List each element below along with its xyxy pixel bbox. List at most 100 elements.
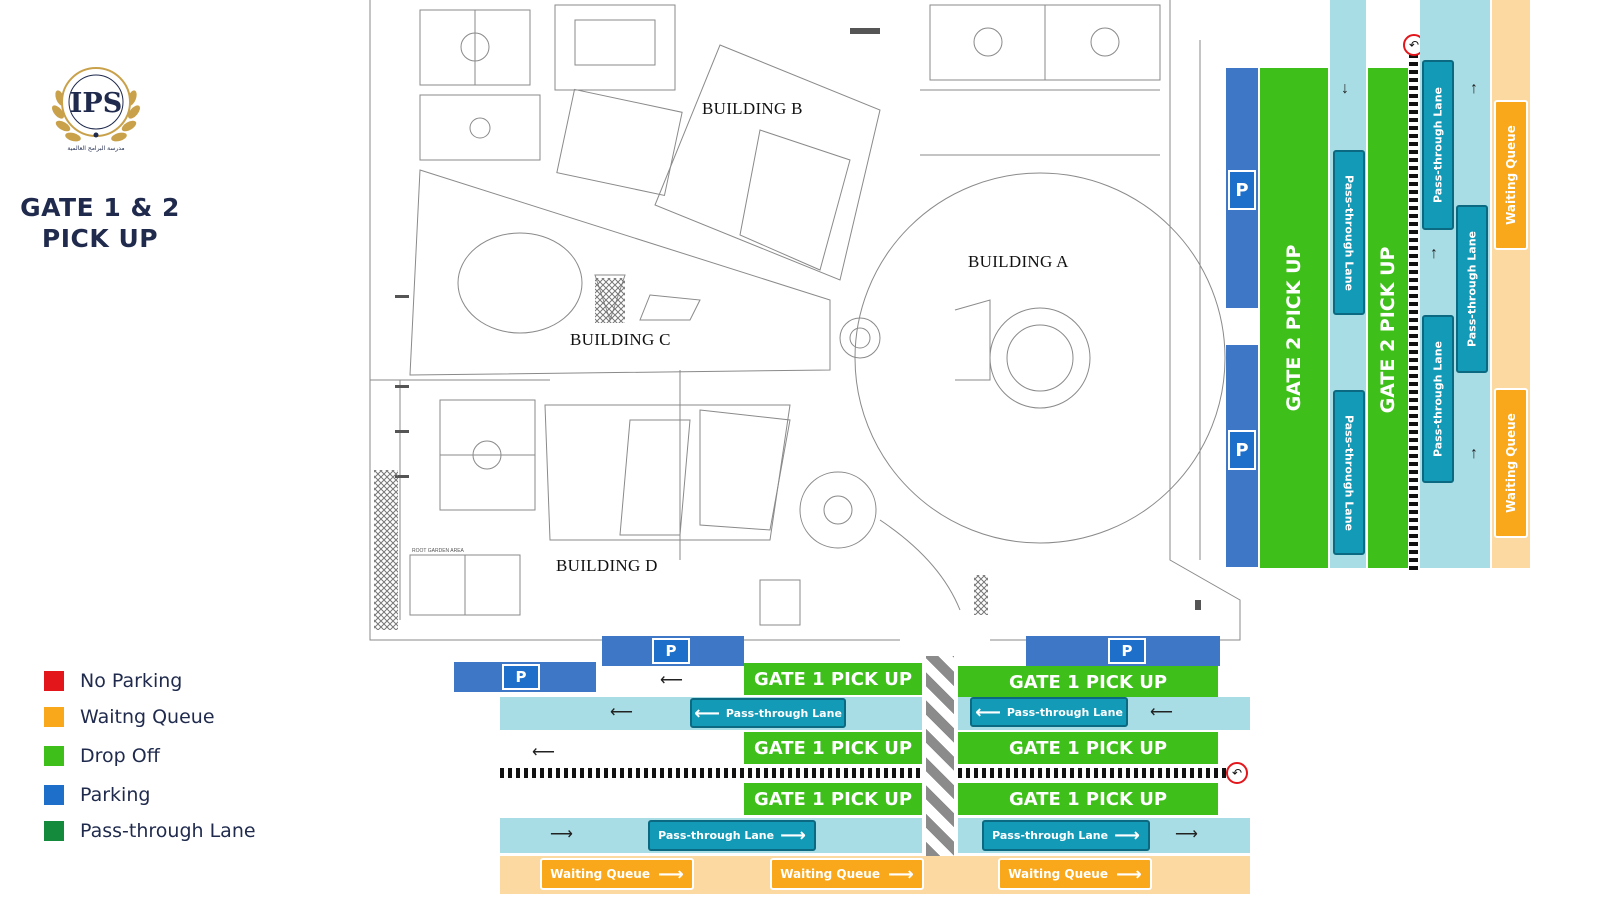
waiting-queue-label: Waiting Queue xyxy=(1504,125,1518,225)
gate2-parking-sign-upper: P xyxy=(1228,170,1256,210)
gate1-label: GATE 1 PICK UP xyxy=(753,737,913,759)
gate2-pass-chip-3: Pass-through Lane xyxy=(1422,60,1454,230)
arrow-left-icon: ⟵ xyxy=(532,744,555,761)
arrow-left-icon: ⟵ xyxy=(975,701,1001,723)
gate2-no-stop-line xyxy=(1409,55,1418,570)
parking-symbol: P xyxy=(1235,439,1249,461)
gate2-waiting-chip-1: Waiting Queue xyxy=(1494,100,1528,250)
u-turn-icon: ↶ xyxy=(1226,762,1248,784)
pass-through-label: Pass-through Lane xyxy=(1006,705,1123,719)
waiting-queue-label: Waiting Queue xyxy=(1008,867,1108,881)
legend-swatch-no-parking xyxy=(44,671,64,691)
legend-label: Drop Off xyxy=(80,745,160,767)
legend-swatch-drop-off xyxy=(44,746,64,766)
gate2-dropoff-lane-2 xyxy=(1368,68,1408,568)
gate1-label: GATE 1 PICK UP xyxy=(1008,788,1168,810)
svg-text:IPS: IPS xyxy=(70,88,122,119)
title-line-2: PICK UP xyxy=(41,224,159,253)
legend-swatch-waiting-queue xyxy=(44,707,64,727)
pass-through-label: Pass-through Lane xyxy=(1465,230,1479,348)
gate1-parking-sign-2: P xyxy=(502,664,540,690)
arrow-right-icon: ⟶ xyxy=(1115,863,1142,885)
legend-label: Waitng Queue xyxy=(80,706,215,728)
legend-item-drop-off: Drop Off xyxy=(44,745,160,767)
gate2-pass-chip-4: Pass-through Lane xyxy=(1456,205,1488,373)
parking-symbol: P xyxy=(515,668,527,686)
waiting-queue-label: Waiting Queue xyxy=(780,867,880,881)
legend-label: No Parking xyxy=(80,670,183,692)
arrow-left-icon: ⟵ xyxy=(1150,704,1173,721)
gate1-pass-chip-2: ⟵ Pass-through Lane xyxy=(970,697,1128,727)
arrow-right-icon: ⟶ xyxy=(887,863,914,885)
gate1-dropoff-right-3: GATE 1 PICK UP xyxy=(958,783,1218,815)
pass-through-label: Pass-through Lane xyxy=(992,829,1109,842)
legend-item-pass-through: Pass-through Lane xyxy=(44,820,256,842)
gate1-waiting-chip-1: Waiting Queue ⟶ xyxy=(540,858,694,890)
parking-symbol: P xyxy=(1121,642,1133,660)
arrow-right-icon: ⟶ xyxy=(550,826,573,843)
building-c-label: BUILDING C xyxy=(570,330,671,349)
parking-symbol: P xyxy=(665,642,677,660)
gate2-parking-sign-lower: P xyxy=(1228,430,1256,470)
pass-through-label: Pass-through Lane xyxy=(1431,86,1445,204)
pass-through-label: Pass-through Lane xyxy=(725,706,842,720)
floorplan-note: ROOT GARDEN AREA xyxy=(412,548,464,554)
gate2-label-1: GATE 2 PICK UP xyxy=(1283,244,1305,412)
parking-symbol: P xyxy=(1235,179,1249,201)
gate2-pass-chip-5: Pass-through Lane xyxy=(1422,315,1454,483)
gate1-label: GATE 1 PICK UP xyxy=(753,788,913,810)
arrow-up-icon: ↑ xyxy=(1470,80,1478,97)
gate1-no-stop-line-right xyxy=(958,768,1226,778)
gate1-parking-sign-1: P xyxy=(652,638,690,664)
pedestrian-crossing xyxy=(926,656,954,856)
pass-through-label: Pass-through Lane xyxy=(658,829,775,842)
waiting-queue-label: Waiting Queue xyxy=(550,867,650,881)
gate1-no-stop-line-left xyxy=(500,768,922,778)
arrow-left-icon: ⟵ xyxy=(660,672,683,689)
arrow-right-icon: ⟶ xyxy=(780,825,806,846)
building-a-label: BUILDING A xyxy=(968,252,1069,271)
school-logo: IPS مدرسة البرامج العالمية xyxy=(46,50,146,158)
gate1-waiting-chip-2: Waiting Queue ⟶ xyxy=(770,858,924,890)
arrow-up-icon: ↑ xyxy=(1430,245,1438,262)
gate2-dropoff-lane-1 xyxy=(1260,68,1328,568)
arrow-up-icon: ↑ xyxy=(1470,445,1478,462)
gate1-parking-sign-3: P xyxy=(1108,638,1146,664)
gate1-dropoff-left-2: GATE 1 PICK UP xyxy=(744,732,922,764)
gate1-label: GATE 1 PICK UP xyxy=(1008,671,1168,693)
gate1-dropoff-right-1: GATE 1 PICK UP xyxy=(958,666,1218,698)
pass-through-label: Pass-through Lane xyxy=(1431,340,1445,458)
gate2-label-2: GATE 2 PICK UP xyxy=(1377,246,1399,414)
building-b-label: BUILDING B xyxy=(702,99,803,118)
legend-swatch-parking xyxy=(44,785,64,805)
gate2-pass-chip-1: Pass-through Lane xyxy=(1333,150,1365,315)
waiting-queue-label: Waiting Queue xyxy=(1504,413,1518,513)
svg-text:مدرسة البرامج العالمية: مدرسة البرامج العالمية xyxy=(67,145,124,152)
arrow-left-icon: ⟵ xyxy=(694,702,720,724)
legend-item-parking: Parking xyxy=(44,784,150,806)
gate2-waiting-chip-2: Waiting Queue xyxy=(1494,388,1528,538)
gate1-dropoff-left-3: GATE 1 PICK UP xyxy=(744,783,922,815)
gate1-pass-chip-1: ⟵ Pass-through Lane xyxy=(690,698,846,728)
gate1-pass-chip-4: Pass-through Lane ⟶ xyxy=(982,820,1150,851)
building-d-label: BUILDING D xyxy=(556,556,658,575)
gate2-pass-chip-2: Pass-through Lane xyxy=(1333,390,1365,555)
gate1-dropoff-left-1: GATE 1 PICK UP xyxy=(744,663,922,695)
arrow-right-icon: ⟶ xyxy=(1114,825,1140,846)
arrow-right-icon: ⟶ xyxy=(1175,826,1198,843)
arrow-down-icon: ↓ xyxy=(1341,80,1349,97)
gate1-label: GATE 1 PICK UP xyxy=(1008,737,1168,759)
gate1-dropoff-right-2: GATE 1 PICK UP xyxy=(958,732,1218,764)
arrow-left-icon: ⟵ xyxy=(610,704,633,721)
gate1-pass-chip-3: Pass-through Lane ⟶ xyxy=(648,820,816,851)
pass-through-label: Pass-through Lane xyxy=(1342,414,1356,531)
legend-label: Pass-through Lane xyxy=(80,820,256,842)
title-line-1: GATE 1 & 2 xyxy=(20,193,180,222)
legend-item-waiting-queue: Waitng Queue xyxy=(44,706,215,728)
arrow-right-icon: ⟶ xyxy=(657,863,684,885)
gate1-label: GATE 1 PICK UP xyxy=(753,668,913,690)
pass-through-label: Pass-through Lane xyxy=(1342,174,1356,291)
gate1-waiting-chip-3: Waiting Queue ⟶ xyxy=(998,858,1152,890)
legend-item-no-parking: No Parking xyxy=(44,670,182,692)
